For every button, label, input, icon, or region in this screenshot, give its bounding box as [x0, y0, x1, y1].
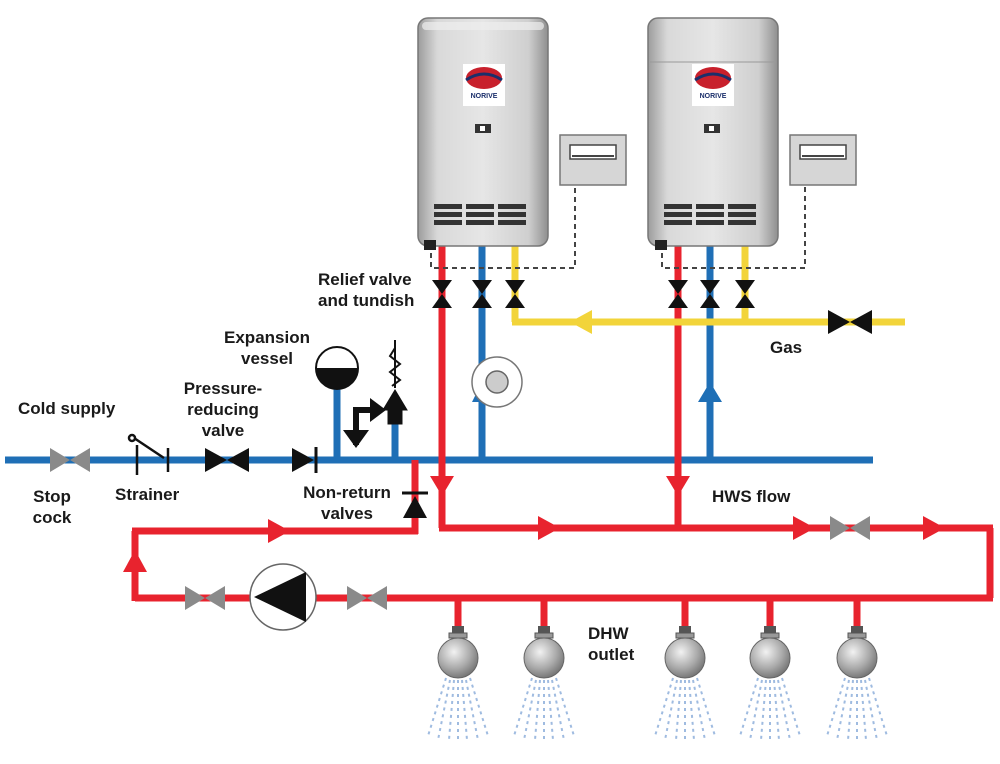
isolation-valve [830, 516, 870, 540]
expansion-vessel-label: Expansion vessel [224, 328, 310, 368]
cold-isolation-valve [472, 280, 492, 308]
cold-isolation-valve [700, 280, 720, 308]
gas-label: Gas [770, 338, 803, 357]
pressure-reducing-valve-icon [205, 448, 249, 472]
gas-isolation-valve [735, 280, 755, 308]
shower-head-icon [427, 625, 489, 741]
isolation-valve [347, 586, 387, 610]
flow-sensor-icon [471, 356, 523, 408]
non-return-valve-icon [292, 447, 318, 473]
expansion-vessel-icon [315, 346, 359, 390]
water-heater-icon: NORIVE [647, 17, 779, 250]
shower-head-icon [739, 625, 801, 741]
strainer-label: Strainer [115, 485, 180, 504]
cold-supply-label: Cold supply [18, 399, 116, 418]
controller-panel-icon [559, 134, 627, 186]
hot-isolation-valve [668, 280, 688, 308]
gas-isolation-valve [505, 280, 525, 308]
dhw-outlet-label: DHW outlet [588, 624, 635, 664]
non-return-valves-label: Non-return valves [303, 483, 391, 523]
hws-flow-label: HWS flow [712, 487, 791, 506]
hot-isolation-valve [432, 280, 452, 308]
hot-flow-arrow [268, 519, 290, 543]
gas-valve-icon [828, 310, 872, 334]
circulating-pump-icon [249, 563, 317, 631]
hot-flow-arrow [666, 476, 690, 496]
svg-text:NORIVE: NORIVE [700, 93, 727, 100]
non-return-valve-icon [402, 491, 428, 518]
shower-head-icon [654, 625, 716, 741]
hot-flow-arrow [538, 516, 560, 540]
strainer-icon [127, 433, 170, 475]
hot-flow-arrow [430, 476, 454, 496]
stop-cock-valve [50, 448, 90, 472]
control-wiring [430, 185, 806, 269]
water-heater-icon: NORIVE [417, 17, 549, 250]
gas-flow-arrow [570, 310, 592, 334]
hot-flow-arrow [123, 550, 147, 572]
hot-flow-arrow [793, 516, 815, 540]
relief-valve-icon [343, 340, 408, 448]
shower-head-icon [826, 625, 888, 741]
controller-panel-icon [789, 134, 857, 186]
isolation-valve [185, 586, 225, 610]
shower-head-icon [513, 625, 575, 741]
relief-valve-label: Relief valve and tundish [318, 270, 415, 310]
svg-text:NORIVE: NORIVE [471, 93, 498, 100]
pressure-reducing-valve-label: Pressure- reducing valve [183, 379, 263, 440]
cold-flow-arrow [698, 382, 722, 402]
stop-cock-label: Stop cock [32, 487, 72, 527]
hot-flow-arrow [923, 516, 945, 540]
